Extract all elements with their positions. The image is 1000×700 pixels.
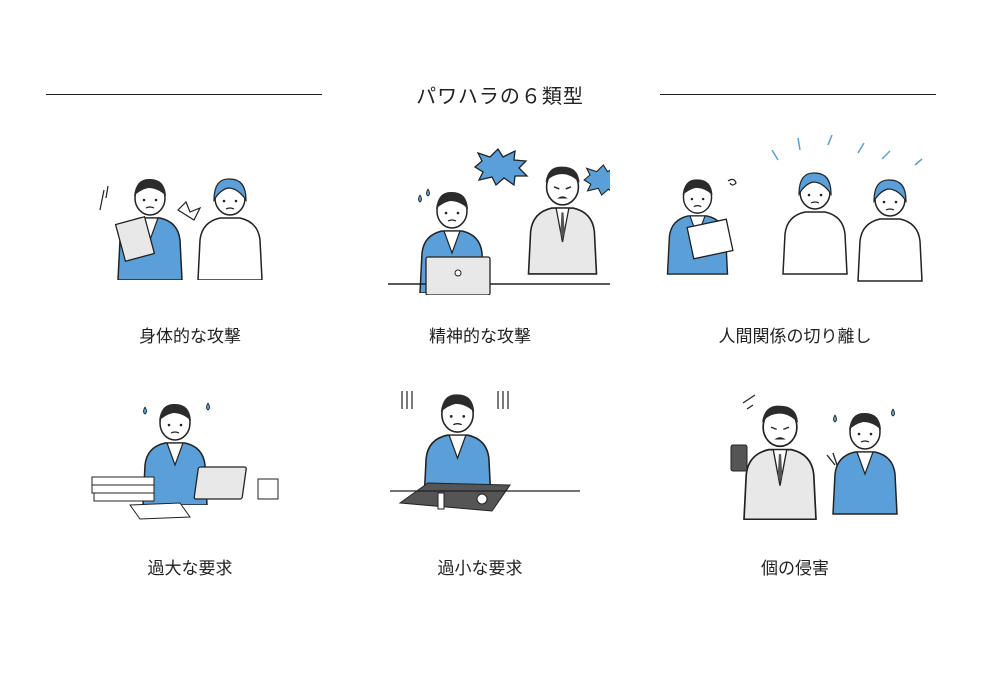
coworker-figure bbox=[857, 179, 923, 282]
type-label-privacy-invasion: 個の侵害 bbox=[761, 559, 829, 579]
aggressor-figure bbox=[197, 178, 263, 280]
insufficient-demand-illustration bbox=[330, 385, 630, 525]
boss-figure bbox=[743, 404, 817, 520]
worker-figure bbox=[832, 412, 898, 515]
type-label-mental-attack: 精神的な攻撃 bbox=[429, 327, 531, 347]
type-label-insufficient-demand: 過小な要求 bbox=[437, 559, 523, 579]
excessive-demand-illustration bbox=[40, 385, 340, 525]
smartphone-icon bbox=[730, 444, 748, 472]
shout-burst-icon bbox=[474, 148, 528, 186]
boss-figure bbox=[527, 165, 598, 275]
type-label-physical-attack: 身体的な攻撃 bbox=[139, 327, 241, 347]
type-label-isolation: 人間関係の切り離し bbox=[718, 327, 872, 347]
laptop-icon bbox=[193, 466, 247, 500]
physical-attack-illustration bbox=[40, 150, 340, 280]
type-label-excessive-demand: 過大な要求 bbox=[147, 559, 233, 579]
shout-burst-icon bbox=[583, 164, 610, 196]
title-rule-right bbox=[660, 94, 936, 95]
privacy-invasion-illustration bbox=[645, 385, 945, 525]
mental-attack-illustration bbox=[330, 145, 630, 295]
page-title: パワハラの６類型 bbox=[416, 84, 584, 108]
isolation-illustration bbox=[645, 135, 945, 285]
title-rule-left bbox=[46, 94, 322, 95]
coworker-figure bbox=[782, 172, 848, 275]
